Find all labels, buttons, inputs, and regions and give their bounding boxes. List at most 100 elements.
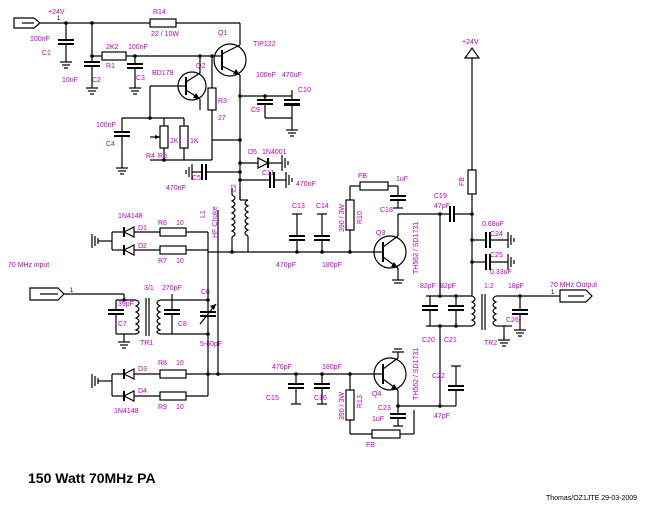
- capacitor-C3: 100nF C3: [127, 44, 148, 95]
- svg-text:C1: C1: [42, 50, 51, 57]
- svg-text:D4: D4: [138, 388, 147, 395]
- svg-text:C26: C26: [506, 317, 519, 324]
- svg-text:39pF: 39pF: [118, 301, 134, 308]
- svg-text:D3: D3: [138, 366, 147, 373]
- svg-text:Q3: Q3: [376, 230, 385, 237]
- capacitor-C24: 0.68uF C24: [472, 221, 515, 248]
- diode-D5: D5 1N4001: [238, 149, 289, 171]
- svg-text:0.33uF: 0.33uF: [490, 269, 512, 276]
- q4-collector-node: C23 1uF: [372, 326, 442, 427]
- svg-text:470nF: 470nF: [296, 181, 316, 188]
- capacitor-C10: 470uF C10: [282, 72, 311, 137]
- svg-text:70 MHz Output: 70 MHz Output: [550, 282, 597, 289]
- svg-text:D5: D5: [248, 149, 257, 156]
- svg-text:5-60pF: 5-60pF: [200, 341, 222, 348]
- svg-text:C9: C9: [251, 107, 260, 114]
- svg-text:C16: C16: [314, 395, 327, 402]
- svg-text:R7: R7: [158, 258, 167, 265]
- svg-text:C4: C4: [106, 141, 115, 148]
- q1-emitter-node: [238, 94, 292, 200]
- svg-text:C13: C13: [292, 203, 305, 210]
- upper-bias-bus: [208, 250, 366, 254]
- capacitor-C5: C5 470nF: [166, 164, 242, 192]
- svg-text:HF Choke: HF Choke: [212, 206, 219, 238]
- svg-text:100nF: 100nF: [256, 72, 276, 79]
- svg-text:2K2: 2K2: [106, 44, 119, 51]
- svg-text:FB: FB: [358, 173, 367, 180]
- svg-text:0.68uF: 0.68uF: [482, 221, 504, 228]
- svg-text:47pF: 47pF: [434, 203, 450, 210]
- trimmer-C6: C6 5-60pF: [180, 210, 222, 376]
- svg-text:390 / 3W: 390 / 3W: [339, 204, 346, 232]
- svg-text:TH562 / SD1731: TH562 / SD1731: [413, 222, 420, 274]
- svg-text:100nF: 100nF: [128, 44, 148, 51]
- svg-text:R13: R13: [357, 395, 364, 408]
- svg-text:100nF: 100nF: [30, 36, 50, 43]
- svg-text:R3: R3: [218, 98, 227, 105]
- pot-R5: [159, 125, 169, 149]
- svg-text:+24V: +24V: [462, 39, 479, 46]
- transformer-TR1: 3/1 TR1: [134, 285, 180, 347]
- capacitor-C7: 39pF C7: [108, 299, 136, 349]
- svg-text:D2: D2: [138, 243, 147, 250]
- q3-collector-node: C19 47pF: [398, 193, 472, 296]
- supply-rail: +24V 1 R14 22 / 10W: [13, 9, 241, 45]
- svg-text:2K: 2K: [170, 138, 179, 145]
- svg-text:18pF: 18pF: [508, 283, 524, 290]
- svg-text:70 MHz input: 70 MHz input: [8, 262, 49, 269]
- svg-text:270pF: 270pF: [162, 285, 182, 292]
- choke-L1-L2: L1 HF Choke L2: [200, 184, 250, 252]
- svg-text:C15: C15: [266, 395, 279, 402]
- transistor-Q2: Q2 BD179: [150, 54, 207, 110]
- supply-label: +24V: [48, 9, 65, 16]
- resistor-R2: [179, 125, 189, 149]
- svg-text:L2: L2: [231, 184, 238, 192]
- resistor-R9: [159, 391, 187, 401]
- svg-text:BD179: BD179: [152, 70, 174, 77]
- capacitor-C14: C14 180pF: [314, 203, 342, 269]
- svg-text:TR2: TR2: [484, 340, 497, 347]
- svg-text:R8: R8: [158, 360, 167, 367]
- capacitor-C13: C13 470pF: [276, 203, 305, 269]
- transistor-Q1: Q1 TIP122: [212, 30, 276, 96]
- svg-text:10: 10: [176, 220, 184, 227]
- svg-text:470pF: 470pF: [272, 364, 292, 371]
- bias-diodes-lower: D3 D4 R8 10 R9 10 1N4148: [91, 360, 209, 415]
- capacitor-C22: C22 47pF: [432, 365, 464, 420]
- svg-text:47pF: 47pF: [434, 413, 450, 420]
- capacitor-C2: 10nF C2: [62, 23, 101, 95]
- svg-text:470nF: 470nF: [166, 185, 186, 192]
- svg-text:FB: FB: [459, 177, 466, 186]
- svg-text:82pF: 82pF: [420, 283, 436, 290]
- svg-text:R14: R14: [153, 9, 166, 16]
- capacitor-C20-C21: 82pF 82pF C20 C21: [420, 283, 472, 344]
- svg-text:180pF: 180pF: [322, 262, 342, 269]
- transistor-Q4: Q4 TH562 / SD1731: [366, 348, 420, 406]
- svg-text:10nF: 10nF: [62, 77, 78, 84]
- svg-text:Q4: Q4: [372, 391, 381, 398]
- svg-text:C19: C19: [434, 193, 447, 200]
- svg-text:1: 1: [551, 290, 555, 296]
- capacitor-C1: 100nF C1: [30, 23, 74, 69]
- svg-text:22 / 10W: 22 / 10W: [151, 31, 179, 38]
- svg-text:TH562 / SD1731: TH562 / SD1731: [413, 348, 420, 400]
- svg-text:470uF: 470uF: [282, 72, 302, 79]
- resistor-R7: [159, 245, 187, 255]
- svg-text:10: 10: [176, 258, 184, 265]
- svg-text:1N4148: 1N4148: [114, 408, 139, 415]
- svg-text:C10: C10: [298, 87, 311, 94]
- svg-text:TR1: TR1: [140, 340, 153, 347]
- svg-text:D1: D1: [138, 225, 147, 232]
- svg-text:1N4001: 1N4001: [262, 149, 287, 156]
- svg-text:C14: C14: [316, 203, 329, 210]
- svg-text:470pF: 470pF: [276, 262, 296, 269]
- svg-text:1uF: 1uF: [372, 416, 384, 423]
- svg-text:C2: C2: [92, 77, 101, 84]
- resistor-R8: [159, 369, 187, 379]
- svg-text:R5: R5: [158, 153, 167, 160]
- svg-text:C25: C25: [490, 252, 503, 259]
- author-credit: Thomas/OZ1JTE 29-03-2009: [546, 495, 637, 502]
- svg-text:C3: C3: [136, 75, 145, 82]
- svg-text:C20: C20: [422, 337, 435, 344]
- svg-text:3/1: 3/1: [144, 285, 154, 292]
